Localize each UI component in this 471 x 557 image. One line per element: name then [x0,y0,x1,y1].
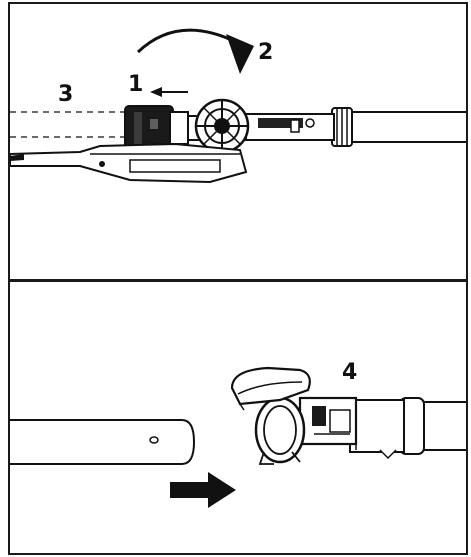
top-panel: 1 2 3 [8,2,468,281]
attach-illustration [10,366,466,508]
guard-base [10,142,248,184]
extension-pole [10,419,196,465]
step-2-label: 2 [258,40,274,65]
slide-arrow [150,87,188,97]
release-lever [230,366,311,411]
head-pole [349,397,466,460]
bottom-panel: 4 [8,280,468,555]
black-sleeve [124,105,189,151]
handle-rod [331,107,466,147]
coupler [298,396,358,446]
open-clamp [254,396,306,465]
locking-knob [194,98,250,154]
removal-illustration [10,28,466,184]
step-3-label: 3 [58,82,74,107]
step-1-label: 1 [128,72,144,97]
push-arrow [170,472,236,508]
step-4-label: 4 [342,360,358,385]
rotate-arrow [136,28,254,74]
